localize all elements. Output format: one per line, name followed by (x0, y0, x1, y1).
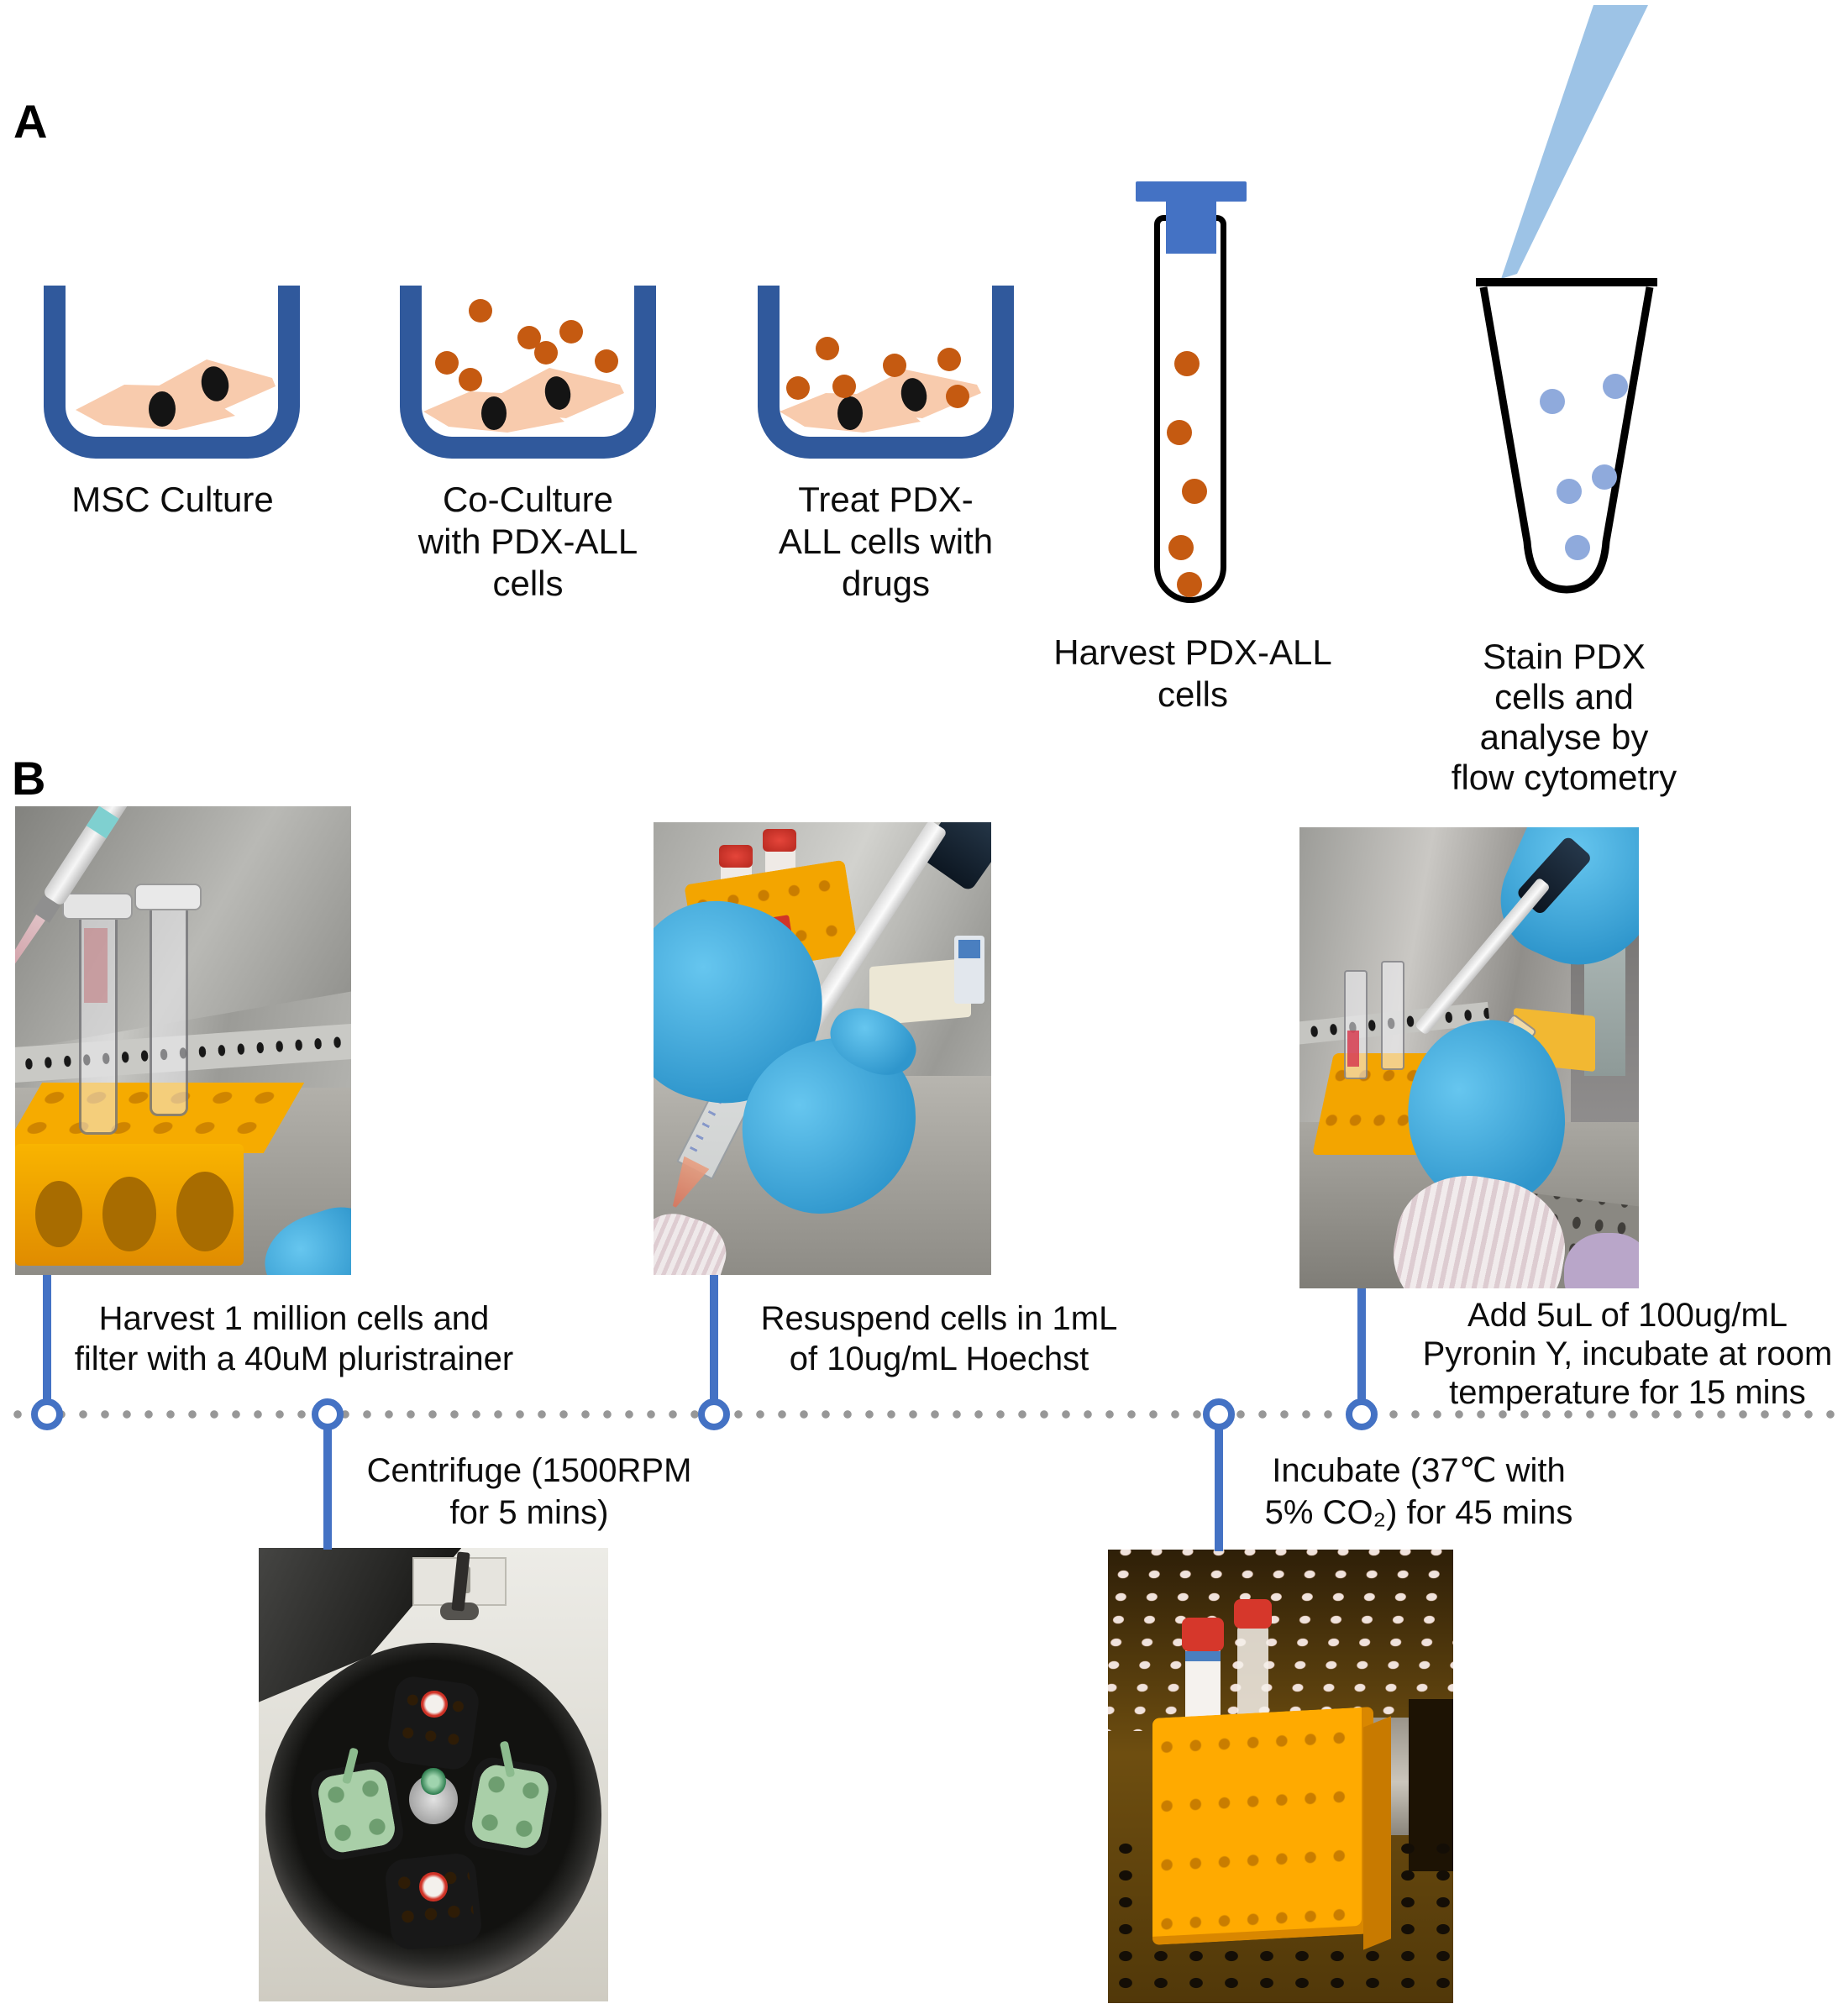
step-label-co-culture: Co-Culture with PDX-ALL cells (400, 479, 656, 605)
label-line: cells (492, 564, 564, 603)
step-label-msc-culture: MSC Culture (45, 479, 301, 521)
resuspend-conical-tube-photo (654, 822, 991, 1275)
perforated-shelf-ceiling (1108, 1550, 1453, 1731)
incubator-rack-photo (1108, 1550, 1453, 2003)
step-label-stain: Stain PDX cells and analyse by flow cyto… (1379, 637, 1749, 798)
all-cell-icon (1168, 535, 1194, 560)
rack-end-face (1363, 1716, 1391, 1950)
pluristrainer-collar (62, 893, 133, 921)
caption-line: 5% CO₂) for 45 mins (1264, 1494, 1573, 1531)
label-line: with PDX-ALL (417, 522, 638, 561)
red-tube-cap (718, 844, 753, 868)
timeline-marker (31, 1398, 63, 1430)
treated-cells-icon (780, 337, 981, 433)
pipette-tip-icon (1501, 5, 1648, 279)
red-tube-cap (763, 829, 797, 852)
red-cap-tube (421, 1691, 448, 1718)
add-pyronin-photo (1299, 827, 1639, 1288)
caption-line: Add 5uL of 100ug/mL (1467, 1297, 1788, 1334)
connector-line (43, 1275, 51, 1401)
all-cell-icon (1174, 351, 1200, 376)
small-tube (1380, 961, 1405, 1071)
label-line: Treat PDX- (798, 480, 974, 519)
timeline-marker (312, 1398, 344, 1430)
red-screw-cap (1233, 1599, 1273, 1629)
panel-a-label: A (13, 95, 48, 148)
label-line: cells and (1494, 677, 1634, 716)
caption-line: Centrifuge (1500RPM (366, 1452, 692, 1489)
msc-cells-icon (76, 359, 276, 430)
label-line: MSC Culture (71, 480, 274, 519)
caption-pyronin: Add 5uL of 100ug/mL Pyronin Y, incubate … (1411, 1296, 1844, 1412)
rack-cutout (176, 1172, 234, 1252)
caption-line: Pyronin Y, incubate at room (1422, 1335, 1833, 1372)
lid-latch-base (440, 1602, 480, 1621)
red-cap-tube (419, 1872, 448, 1902)
caption-line: Incubate (37℃ with (1272, 1452, 1566, 1489)
caption-line: Harvest 1 million cells and (98, 1300, 490, 1337)
pipetting-strainer-tubes-photo (15, 806, 351, 1275)
rotor-cap (421, 1767, 446, 1796)
label-line: Harvest PDX-ALL (1053, 632, 1332, 672)
caption-resuspend: Resuspend cells in 1mL of 10ug/mL Hoechs… (704, 1298, 1174, 1379)
timeline-marker (698, 1398, 730, 1430)
timeline-marker (1203, 1398, 1235, 1430)
tube-cap-stem-icon (1166, 200, 1216, 254)
sleeve (1564, 1233, 1639, 1288)
orange-rack (1152, 1707, 1374, 1946)
caption-incubate: Incubate (37℃ with 5% CO₂) for 45 mins (1209, 1450, 1629, 1534)
caption-centrifuge: Centrifuge (1500RPM for 5 mins) (319, 1450, 739, 1534)
facs-tube-icon (1476, 5, 1657, 594)
label-line: cells (1157, 674, 1229, 714)
connector-line (1357, 1288, 1366, 1401)
pink-sample (1347, 1030, 1360, 1067)
all-cell-icon (1167, 420, 1192, 445)
label-line: Co-Culture (442, 480, 614, 519)
connector-line (710, 1275, 718, 1401)
label-line: analyse by (1479, 717, 1649, 757)
pink-sample (84, 928, 108, 1004)
tube-collar (134, 884, 202, 910)
timeline-marker (1346, 1398, 1378, 1430)
caption-line: filter with a 40uM pluristrainer (74, 1340, 514, 1377)
centrifuge-rotor-photo (259, 1548, 608, 2001)
step-label-harvest: Harvest PDX-ALL cells (1000, 632, 1386, 716)
culture-well-icon (400, 286, 656, 459)
connector-line (1215, 1428, 1223, 1551)
co-culture-cells-icon (423, 299, 624, 433)
clear-tube (150, 905, 188, 1116)
caption-harvest-filter: Harvest 1 million cells and filter with … (59, 1298, 529, 1379)
panel-b-label: B (12, 752, 46, 805)
timeline-dotted-line (7, 1410, 1841, 1419)
red-screw-cap (1182, 1618, 1224, 1651)
tube-cap-icon (1136, 181, 1247, 202)
all-cell-icon (1177, 572, 1202, 597)
culture-well-icon (758, 286, 1014, 459)
bottle-cap (958, 940, 981, 958)
label-line: Stain PDX (1483, 637, 1646, 676)
caption-line: for 5 mins) (449, 1494, 609, 1531)
caption-line: of 10ug/mL Hoechst (789, 1340, 1089, 1377)
label-band (1184, 1650, 1221, 1662)
culture-well-icon (44, 286, 300, 459)
all-cell-icon (1182, 479, 1207, 504)
label-line: drugs (841, 564, 931, 603)
connector-line (323, 1428, 332, 1550)
rack-cutout (102, 1176, 156, 1252)
label-line: flow cytometry (1451, 758, 1677, 797)
rack-cutout (35, 1181, 82, 1247)
caption-line: Resuspend cells in 1mL (760, 1300, 1118, 1337)
step-label-treat: Treat PDX- ALL cells with drugs (758, 479, 1014, 605)
label-line: ALL cells with (778, 522, 994, 561)
caption-line: temperature for 15 mins (1449, 1374, 1806, 1411)
green-adapter (315, 1766, 398, 1855)
